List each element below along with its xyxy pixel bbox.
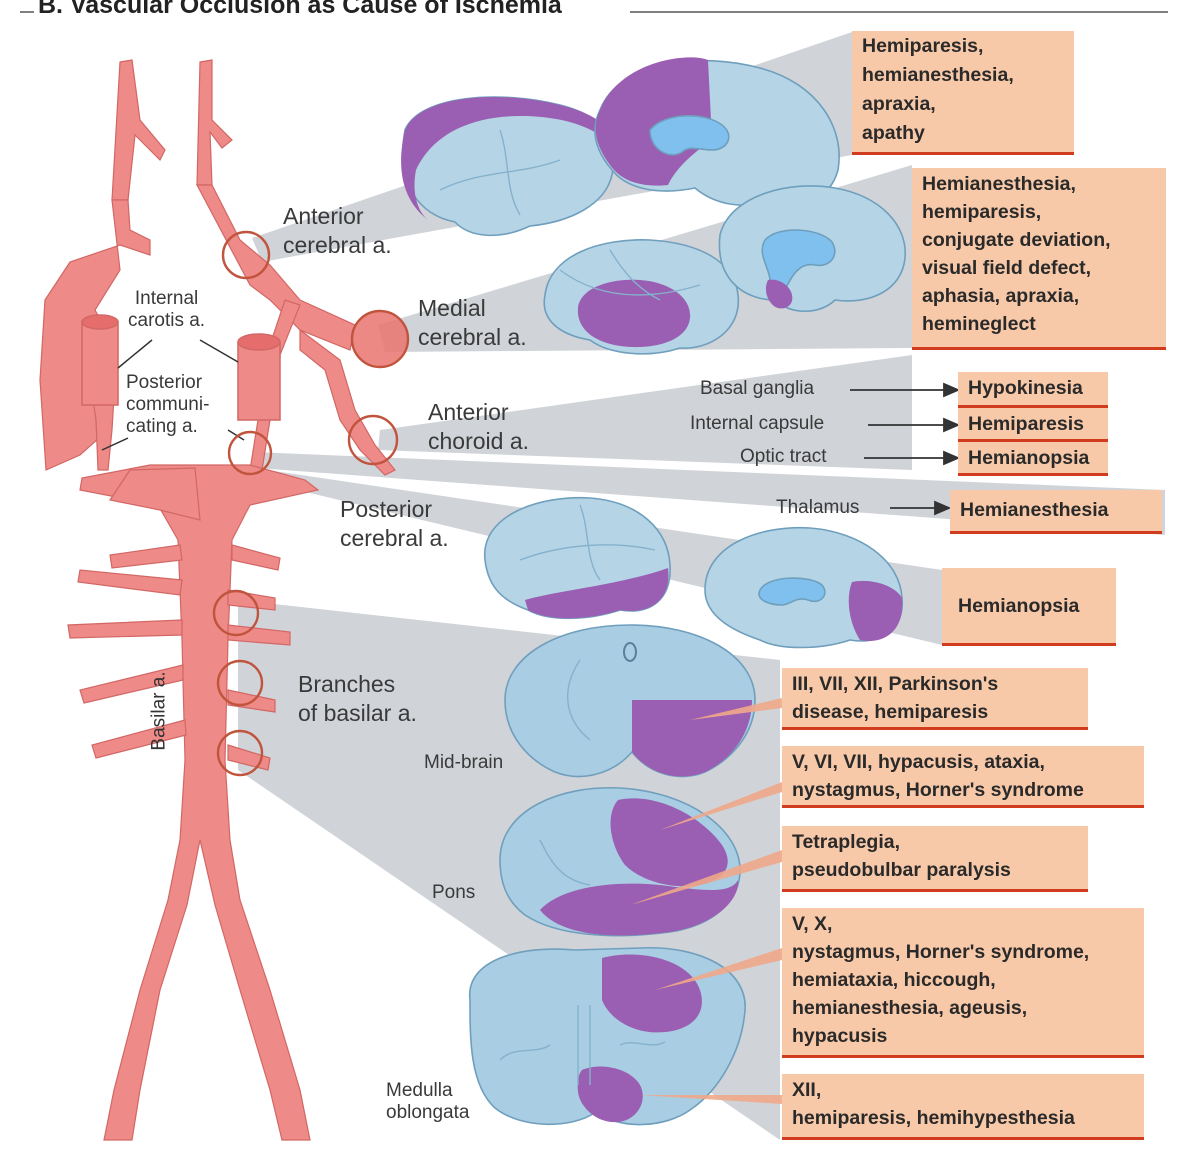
carotis-pointer-right (199, 339, 239, 363)
right-siphon-top (237, 333, 281, 351)
basilar-trunk (79, 464, 320, 1141)
label-mid-brain: Mid-brain (424, 752, 504, 773)
basilar-branches-right (227, 589, 291, 771)
midbrain-detail (566, 659, 591, 741)
communicating-pointer-left (101, 437, 129, 451)
occlusion-basilar-3 (216, 729, 264, 777)
mid-arteries (109, 467, 201, 521)
lesion-posterior-lateral (525, 568, 669, 619)
diagram-title: B. Vascular Occlusion as Cause of Ischem… (38, 0, 562, 19)
carotis-pointer-left (117, 339, 153, 369)
lesion-anterior-medial (595, 57, 712, 186)
band-medulla-upper (655, 948, 782, 990)
medulla-detail-1 (499, 1044, 551, 1061)
brain-figures (401, 57, 906, 1126)
deficit-hypokinesia: Hypokinesia (958, 372, 1108, 408)
right-siphon (237, 341, 281, 421)
lesion-pons-upper (610, 798, 728, 887)
brain-details (439, 129, 701, 1085)
label-basilar: Basilar a. (148, 671, 170, 751)
label-medulla: Medulla oblongata (386, 1080, 470, 1123)
medulla-detail-2 (619, 1041, 666, 1046)
pons-detail (539, 839, 591, 886)
occlusion-anterior (221, 230, 271, 280)
label-pons: Pons (432, 882, 476, 903)
left-siphon-top (81, 314, 119, 330)
lesion-medial-lateral (577, 279, 691, 348)
deficit-midbrain: III, VII, XII, Parkinson's disease, hemi… (782, 668, 1088, 730)
occlusion-markers (212, 230, 410, 777)
deficit-pons-lower: Tetraplegia, pseudobulbar paralysis (782, 826, 1088, 892)
wedge-posterior (254, 452, 1165, 535)
occlusion-basilar-2 (216, 659, 264, 707)
deficit-medulla-upper: V, X, nystagmus, Horner's syndrome, hemi… (782, 908, 1144, 1058)
deficit-medulla-lower: XII, hemiparesis, hemihypesthesia (782, 1074, 1144, 1140)
arrowhead-thalamus (934, 500, 952, 516)
occlusion-basilar-1 (212, 589, 260, 637)
occlusion-choroid (347, 414, 399, 466)
ventricle-posterior (758, 577, 826, 606)
label-internal-carotis: Internal carotis a. (128, 288, 206, 331)
deficit-thalamus: Hemianesthesia (950, 490, 1162, 534)
basilar-branches-left (67, 569, 187, 759)
lesion-pons-lower (540, 880, 739, 936)
deficit-posterior: Hemianopsia (942, 568, 1116, 646)
occlusion-posterior (227, 430, 273, 476)
label-optic-tract: Optic tract (740, 446, 827, 467)
aqueduct (623, 642, 637, 662)
lesion-medulla-lower (577, 1066, 643, 1123)
carotid-siphons (81, 314, 281, 421)
sulcus-1 (439, 159, 561, 191)
lesion-anterior-lateral (401, 97, 616, 220)
sulcus-3 (559, 269, 701, 296)
wedge-choroid (378, 355, 912, 470)
label-branches-basilar: Branches of basilar a. (298, 671, 417, 726)
arrowhead-optic-tract (943, 450, 961, 466)
label-thalamus: Thalamus (776, 497, 860, 518)
band-pons-upper (660, 782, 782, 830)
right-carotid-descending (299, 328, 396, 476)
ventricle-anterior (649, 115, 730, 156)
label-anterior-cerebral: Anterior cerebral a. (283, 203, 392, 258)
label-internal-capsule: Internal capsule (690, 413, 825, 434)
lesion-pointer-bands (630, 698, 782, 1104)
deficit-hemiparesis: Hemiparesis (958, 408, 1108, 442)
lesion-medial-medial (765, 279, 793, 309)
lesion-posterior-medial (848, 580, 903, 641)
deficit-pons-upper: V, VI, VII, hypacusis, ataxia, nystagmus… (782, 746, 1144, 808)
communicating-pointer-right (227, 429, 245, 441)
label-posterior-cerebral: Posterior cerebral a. (340, 496, 449, 551)
pointer-lines (101, 339, 245, 451)
arrowhead-basal-ganglia (943, 382, 961, 398)
sulcus-6 (579, 504, 601, 581)
left-siphon (81, 321, 119, 406)
left-carotid-branch (111, 59, 166, 201)
occlusion-medial (350, 309, 410, 369)
sca-branches (109, 544, 281, 571)
deficit-medial: Hemianesthesia, hemiparesis, conjugate d… (912, 168, 1166, 350)
sulcus-4 (609, 249, 661, 301)
label-medial-cerebral: Medial cerebral a. (418, 295, 527, 350)
right-carotid-branch (196, 59, 233, 186)
structure-arrows (850, 382, 961, 516)
label-basal-ganglia: Basal ganglia (700, 378, 815, 399)
arrowhead-internal-capsule (943, 417, 961, 433)
deficit-anterior: Hemiparesis, hemianesthesia, apraxia, ap… (852, 31, 1074, 155)
band-pons-lower (630, 850, 782, 905)
label-anterior-choroid: Anterior choroid a. (428, 399, 530, 454)
deficit-hemianopsia-choroid: Hemianopsia (958, 442, 1108, 476)
label-posterior-communicating: Posterior communi- cating a. (126, 372, 210, 437)
band-medulla-lower (640, 1095, 782, 1104)
lesion-midbrain (632, 700, 752, 777)
sulcus-5 (519, 544, 656, 561)
lesion-medulla-upper (602, 954, 702, 1033)
band-midbrain (690, 698, 782, 720)
sulcus-2 (499, 129, 521, 216)
